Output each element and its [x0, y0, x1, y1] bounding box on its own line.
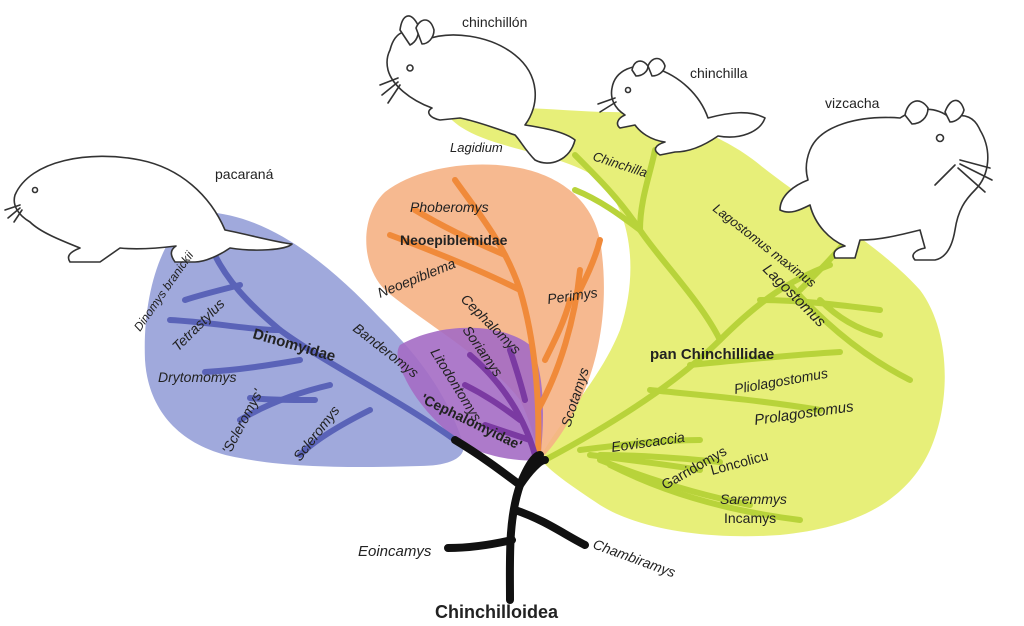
animal-label-chinchillon: chinchillón: [462, 14, 527, 30]
root-label-chinchilloidea: Chinchilloidea: [435, 602, 559, 622]
group-label-neoepiblemidae: Neoepiblemidae: [400, 232, 508, 248]
animal-label-vizcacha: vizcacha: [825, 95, 880, 111]
neoepiblemidae-region: [366, 164, 604, 460]
animal-label-pacarana: pacaraná: [215, 166, 274, 182]
cephalomyidae-region: [397, 327, 543, 461]
vizcacha-drawing: [779, 99, 993, 261]
animal-label-chinchilla: chinchilla: [690, 65, 748, 81]
taxon-label-saremmys: Saremmys: [720, 491, 787, 507]
taxon-label-perimys: Perimys: [546, 284, 598, 307]
cephalomyidae-branches: [462, 347, 538, 458]
stem-branches: [444, 436, 589, 604]
chinchilla-drawing: [597, 57, 766, 156]
group-label-pan-chinchillidae: pan Chinchillidae: [650, 346, 774, 363]
pacarana-drawing: [4, 155, 293, 263]
taxon-label-incamys: Incamys: [724, 510, 776, 526]
neoepiblemidae-branches: [387, 177, 603, 458]
taxon-label-phoberomys: Phoberomys: [410, 199, 489, 215]
taxon-label-chambiramys: Chambiramys: [591, 536, 678, 581]
chinchillon-drawing: [379, 15, 576, 164]
taxon-label-eoincamys: Eoincamys: [358, 543, 432, 560]
taxon-label-drytomomys: Drytomomys: [158, 369, 237, 385]
dinomyidae-branches: [167, 242, 458, 458]
taxon-label-lagidium: Lagidium: [450, 140, 503, 155]
